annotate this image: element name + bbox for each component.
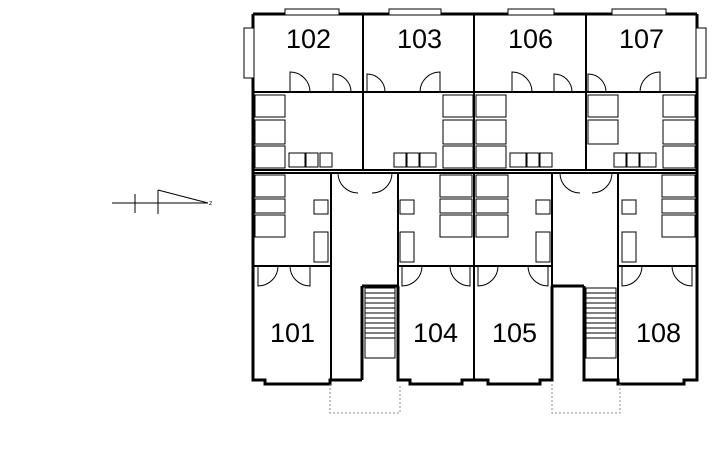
unit-label-105: 105 <box>492 318 537 348</box>
unit-label-101: 101 <box>270 318 315 348</box>
unit-label-104: 104 <box>413 318 458 348</box>
stairs-right <box>585 287 617 359</box>
stairs-left <box>364 287 396 359</box>
door-swings <box>257 71 693 287</box>
unit-label-108: 108 <box>636 318 681 348</box>
dashed-walkways <box>329 384 621 414</box>
windows-top <box>243 8 707 79</box>
kitchen-counters <box>288 152 657 263</box>
unit-label-103: 103 <box>397 24 442 54</box>
unit-label-107: 107 <box>619 24 664 54</box>
lower-bathrooms <box>254 174 696 238</box>
north-label: z <box>209 200 212 207</box>
upper-bathrooms <box>254 94 696 169</box>
unit-label-106: 106 <box>508 24 553 54</box>
unit-label-102: 102 <box>286 24 331 54</box>
north-arrow-icon <box>112 189 209 214</box>
lower-partitions <box>253 173 697 380</box>
